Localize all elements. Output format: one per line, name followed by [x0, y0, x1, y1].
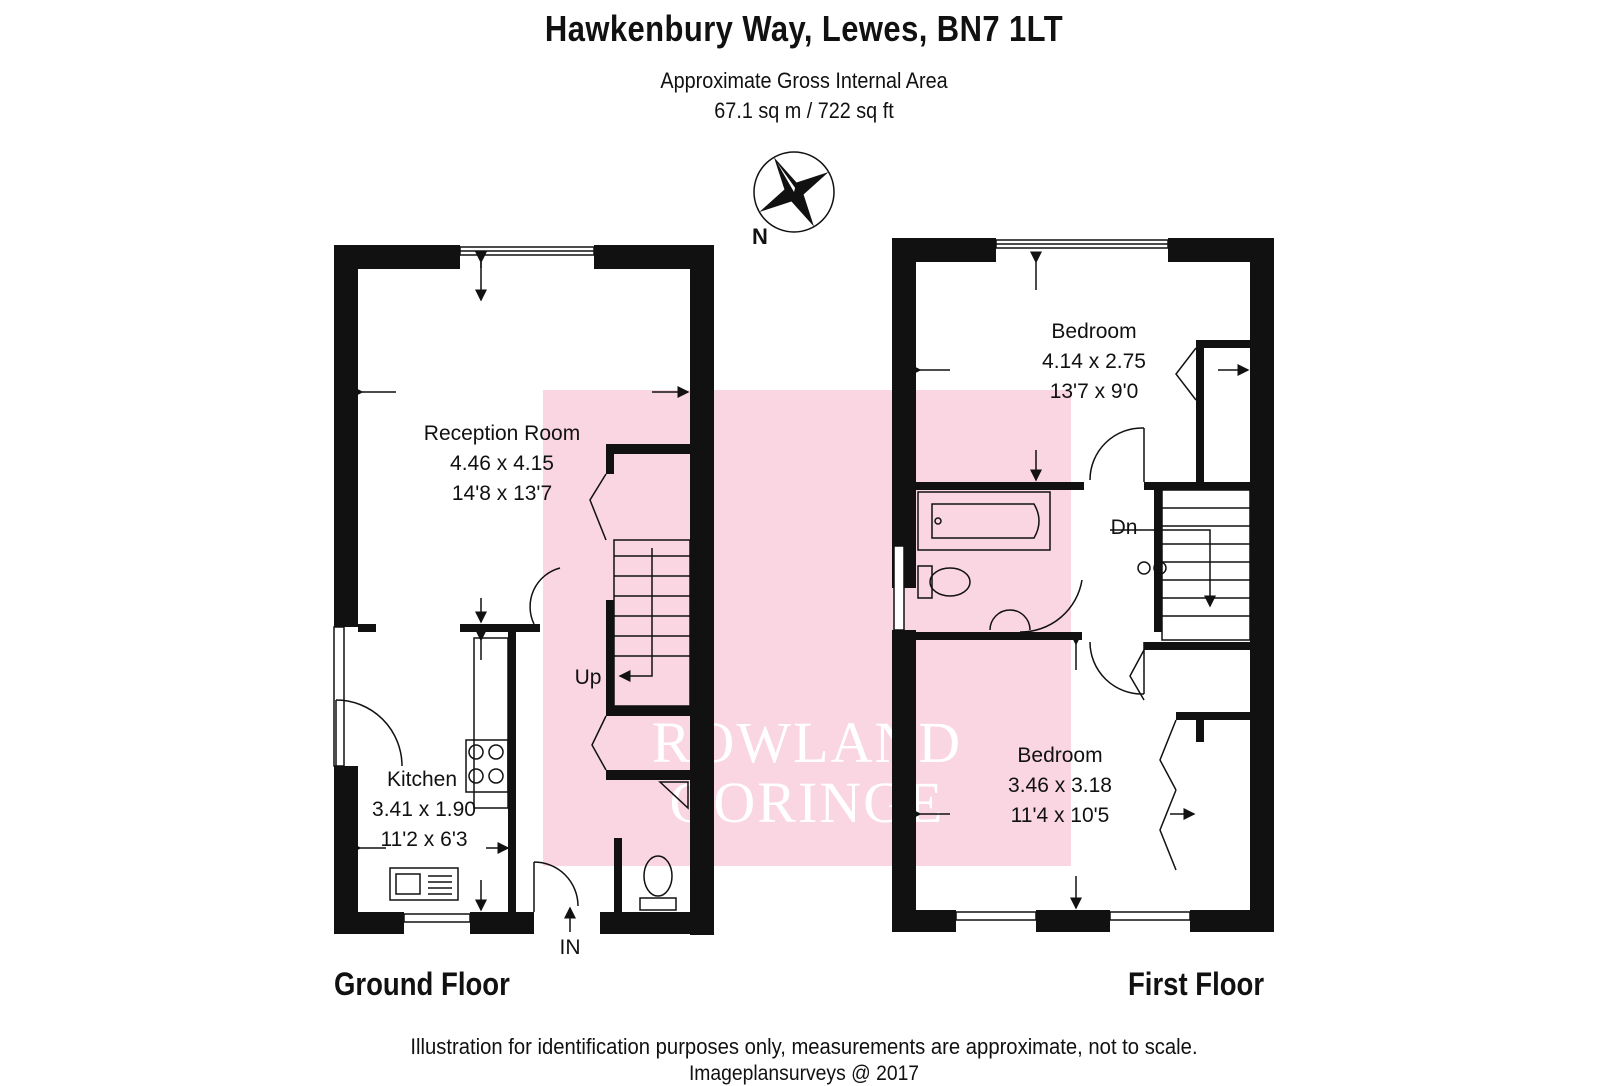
watermark-bg [543, 390, 1071, 866]
stairs-up-label: Up [575, 666, 602, 689]
credit-text: Imageplansurveys @ 2017 [688, 1062, 920, 1085]
ground-floor-fixtures [333, 246, 691, 932]
room-label-reception: Reception Room [424, 422, 580, 445]
area-value: 67.1 sq m / 722 sq ft [714, 98, 894, 123]
ground-floor-plan [334, 245, 714, 935]
room-metric-bedroom-2: 3.46 x 3.18 [1008, 774, 1112, 797]
room-metric-kitchen: 3.41 x 1.90 [372, 798, 476, 821]
room-imperial-bedroom-2: 11'4 x 10'5 [1011, 804, 1110, 827]
room-label-kitchen: Kitchen [387, 768, 457, 791]
stairs-down-label: Dn [1111, 516, 1138, 539]
room-metric-bedroom-1: 4.14 x 2.75 [1042, 350, 1146, 373]
disclaimer-text: Illustration for identification purposes… [410, 1034, 1198, 1059]
room-metric-reception: 4.46 x 4.15 [450, 452, 554, 475]
ground-floor-title: Ground Floor [334, 966, 510, 1002]
plan-title: Hawkenbury Way, Lewes, BN7 1LT [544, 8, 1064, 49]
compass-icon: N [752, 151, 835, 249]
room-imperial-kitchen: 11'2 x 6'3 [380, 828, 467, 851]
entrance-label: IN [560, 936, 581, 959]
first-floor-fixtures [893, 239, 1251, 921]
room-label-bedroom-2: Bedroom [1017, 744, 1102, 767]
room-label-bedroom-1: Bedroom [1051, 320, 1136, 343]
first-floor-plan [892, 238, 1274, 932]
north-label: N [752, 224, 768, 249]
area-label: Approximate Gross Internal Area [660, 68, 948, 93]
first-floor-title: First Floor [1128, 966, 1265, 1002]
room-imperial-bedroom-1: 13'7 x 9'0 [1050, 380, 1139, 403]
watermark: ROWLAND GORINGE [543, 390, 1071, 866]
room-imperial-reception: 14'8 x 13'7 [452, 482, 552, 505]
